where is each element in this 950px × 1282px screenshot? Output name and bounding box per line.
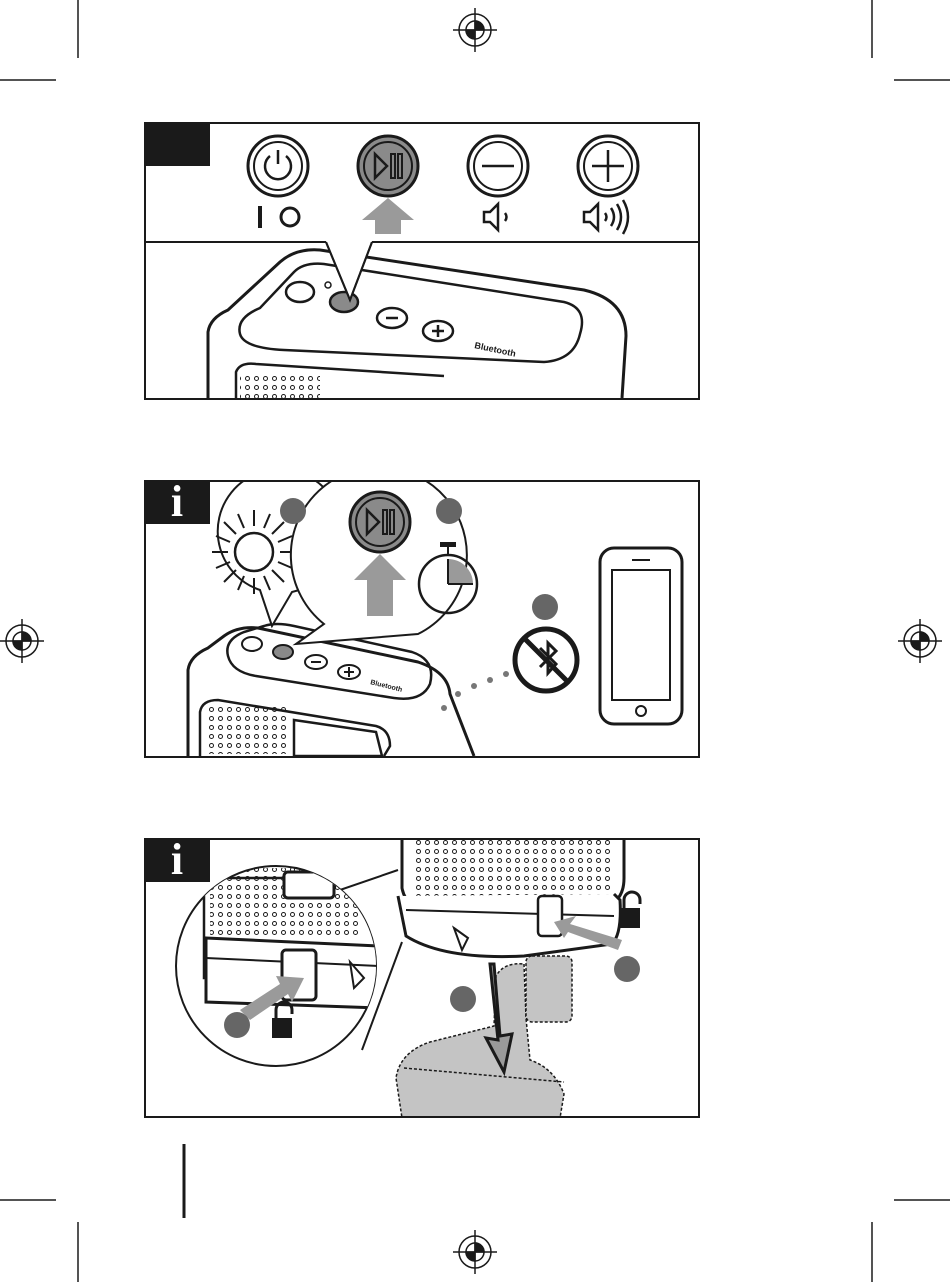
step-number-3	[532, 594, 558, 620]
registration-target-icon	[453, 1230, 497, 1274]
device-buttons	[286, 282, 453, 341]
figure-battery-removal: i	[144, 838, 700, 1118]
smartphone-icon	[600, 548, 682, 724]
unlock-icon	[620, 892, 640, 928]
step-number-1	[280, 498, 306, 524]
figure-tab-label: i	[144, 838, 210, 882]
device-bluetooth-badge: Bluetooth	[474, 340, 517, 359]
figure-play-pause: Bluetooth	[144, 122, 700, 400]
connection-dots	[441, 671, 509, 711]
figure-tab-label: i	[144, 480, 210, 524]
step-number-1	[224, 1012, 250, 1038]
play-pause-icon	[358, 136, 418, 196]
registration-target-icon	[0, 619, 44, 663]
registration-target-icon	[898, 619, 942, 663]
figure-tab	[144, 122, 210, 166]
bluetooth-disabled-icon	[515, 629, 577, 691]
play-pause-icon	[350, 492, 410, 552]
step-number-2	[436, 498, 462, 524]
figure-bluetooth-disconnect: Bluetooth	[144, 480, 700, 758]
speaker-device	[188, 624, 474, 756]
step-number-1	[614, 956, 640, 982]
step-number-2	[450, 986, 476, 1012]
callout-pointer	[144, 242, 700, 300]
device-bluetooth-badge: Bluetooth	[370, 679, 403, 694]
speaker-device	[208, 250, 626, 400]
registration-target-icon	[453, 8, 497, 52]
